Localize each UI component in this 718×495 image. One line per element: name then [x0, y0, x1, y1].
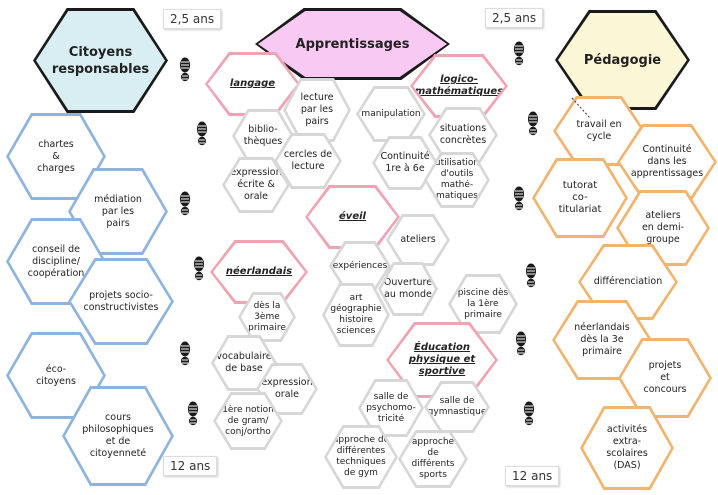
hex-projets-label: projets socio-constructivistes — [71, 261, 171, 342]
hex-continuite-peda: Continuité dans les apprentissages — [617, 124, 717, 200]
footprint-icon — [192, 255, 206, 281]
footprint-icon — [514, 330, 528, 356]
hex-techniques-label: approche de différentes techniques de gy… — [327, 428, 395, 486]
header-citoyens: Citoyens responsables — [33, 8, 168, 113]
age-label-left-top: 2,5 ans — [163, 9, 222, 29]
hex-ouverture: Ouverture au monde — [378, 262, 438, 316]
hex-notion-label: 1ère notion de gram/ conj/ortho — [216, 395, 280, 447]
hex-sports: approche de différents sports — [398, 430, 468, 488]
hex-logico-label: logico-mathématiques — [413, 57, 505, 115]
hex-manipulation: manipulation — [356, 86, 426, 142]
header-pedagogie-label: Pédagogie — [558, 13, 687, 107]
hex-eveil: éveil — [305, 185, 400, 249]
hex-ateliers-eveil-label: ateliers — [389, 217, 447, 263]
hex-gymnastique-label: salle de gymnastique — [427, 384, 487, 430]
footprint-icon — [512, 185, 526, 211]
header-apprentissages-label: Apprentissages — [258, 11, 447, 77]
age-label-right-top: 2,5 ans — [485, 8, 544, 28]
hex-expression-ecrite-label: expression écrite & orale — [225, 160, 287, 210]
hex-activites-label: activités extra-scolaires (DAS) — [583, 409, 671, 487]
header-citoyens-label: Citoyens responsables — [36, 11, 165, 110]
hex-art: art géographie histoire sciences — [322, 283, 390, 347]
hex-projets-peda: projets et concours — [618, 338, 712, 418]
hex-projets-peda-label: projets et concours — [621, 341, 709, 415]
footprint-icon — [512, 40, 526, 66]
hex-manipulation-label: manipulation — [359, 89, 423, 139]
hex-ouverture-label: Ouverture au monde — [381, 265, 435, 313]
header-pedagogie: Pédagogie — [555, 10, 690, 110]
hex-sports-label: approche de différents sports — [401, 433, 465, 485]
footprint-icon — [178, 190, 192, 216]
footprint-icon — [186, 400, 200, 426]
hex-art-label: art géographie histoire sciences — [325, 286, 387, 344]
hex-langage-label: langage — [208, 55, 297, 113]
footprint-icon — [195, 120, 209, 146]
footprint-icon — [524, 262, 538, 288]
hex-des3-label: dès la 3ème primaire — [241, 295, 293, 339]
hex-ateliers-peda: ateliers en demi-groupe — [616, 190, 710, 266]
footprint-icon — [178, 56, 192, 82]
hex-cercles-label: cercles de lecture — [277, 136, 339, 186]
hex-techniques: approche de différentes techniques de gy… — [324, 425, 398, 489]
footprint-icon — [522, 400, 536, 426]
hex-outils-label: utilisation d'outils mathé-matiques — [427, 155, 487, 205]
footprint-icon — [526, 110, 540, 136]
hex-continuite-peda-label: Continuité dans les apprentissages — [620, 127, 714, 197]
hex-des3: dès la 3ème primaire — [238, 292, 296, 342]
hex-tutorat-label: tutorat co-titulariat — [535, 161, 625, 235]
hex-activites: activités extra-scolaires (DAS) — [580, 406, 674, 490]
hex-eveil-label: éveil — [308, 188, 397, 246]
hex-experiences-label: expériences — [332, 244, 388, 288]
hex-lecture-label: lecture par les pairs — [286, 81, 348, 139]
hex-tutorat: tutorat co-titulariat — [532, 158, 628, 238]
hex-experiences: expériences — [329, 241, 391, 291]
age-label-right-bottom: 12 ans — [505, 466, 560, 486]
hex-lecture: lecture par les pairs — [283, 78, 351, 142]
footprint-icon — [178, 340, 192, 366]
age-label-left-bottom: 12 ans — [163, 456, 218, 476]
hex-cours-label: cours philosophiques et de citoyenneté — [65, 389, 171, 483]
